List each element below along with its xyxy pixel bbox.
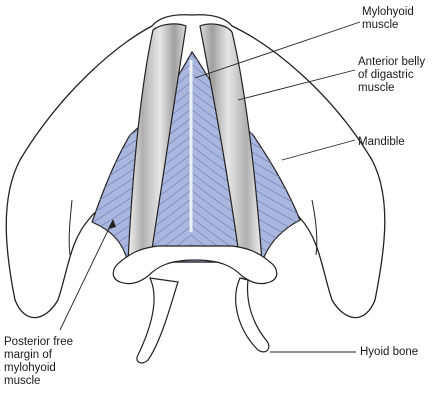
muscle-fiber xyxy=(190,252,300,262)
hyoid-bone xyxy=(112,245,278,285)
label-mandible: Mandible xyxy=(358,136,405,148)
digastric-left xyxy=(127,23,187,263)
muscle-fiber xyxy=(190,234,300,262)
leader-mylohyoid xyxy=(194,21,361,79)
label-anterior-belly: Anterior belly of digastric muscle xyxy=(358,56,426,94)
leader-anterior-belly xyxy=(237,69,356,101)
leader-posterior-margin xyxy=(59,221,113,331)
label-hyoid: Hyoid bone xyxy=(360,346,419,358)
label-mylohyoid: Mylohyoid muscle xyxy=(362,6,414,31)
label-posterior-margin: Posterior free margin of mylohyoid muscl… xyxy=(4,336,74,387)
leader-mandible xyxy=(281,139,356,161)
arrowhead-posterior-margin xyxy=(108,219,116,229)
digastric-right xyxy=(199,23,263,263)
muscle-fiber xyxy=(92,234,192,262)
